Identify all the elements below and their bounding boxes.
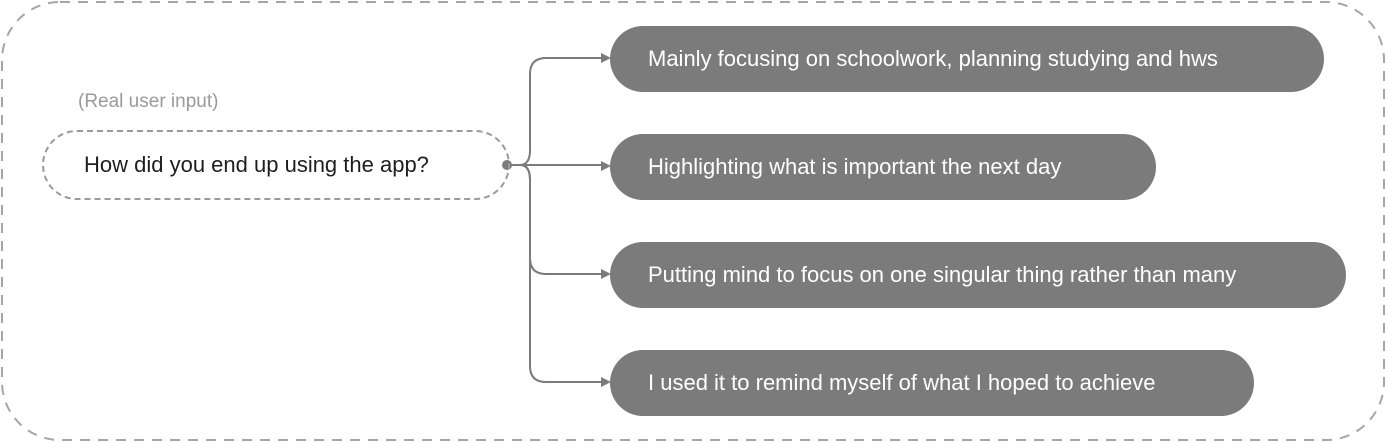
arrowhead-3 xyxy=(601,269,611,279)
answer-text: I used it to remind myself of what I hop… xyxy=(648,370,1156,395)
answer-text: Putting mind to focus on one singular th… xyxy=(648,262,1237,287)
answer-text: Highlighting what is important the next … xyxy=(648,154,1062,179)
answer-text: Mainly focusing on schoolwork, planning … xyxy=(648,46,1218,71)
question-text: How did you end up using the app? xyxy=(84,152,429,177)
arrowhead-4 xyxy=(601,377,611,387)
arrowhead-1 xyxy=(601,53,611,63)
source-caption: (Real user input) xyxy=(78,91,219,112)
connector-to-answer-3 xyxy=(507,164,605,275)
connector-lines xyxy=(507,57,605,383)
arrowheads xyxy=(601,53,611,387)
connector-to-answer-4 xyxy=(507,164,605,383)
answer-node-3: Putting mind to focus on one singular th… xyxy=(610,242,1346,308)
answer-node-4: I used it to remind myself of what I hop… xyxy=(610,350,1254,416)
answer-node-2: Highlighting what is important the next … xyxy=(610,134,1156,200)
arrowhead-2 xyxy=(601,161,611,171)
question-node: How did you end up using the app? xyxy=(42,130,510,200)
answer-node-1: Mainly focusing on schoolwork, planning … xyxy=(610,26,1324,92)
connector-to-answer-1 xyxy=(507,57,605,166)
